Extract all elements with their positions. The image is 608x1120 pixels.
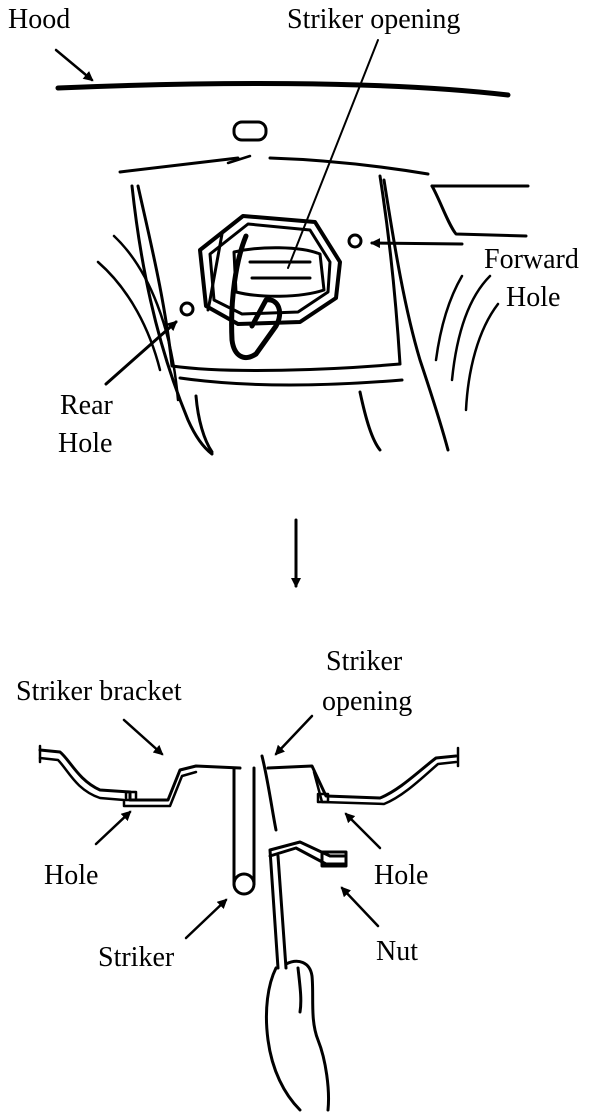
arrow-hood [54,48,94,82]
arrow-nut [340,886,380,928]
latch-panel [136,174,402,372]
hood-edge-line [55,81,511,98]
wrench-tool [268,840,346,970]
panel-top-edge [118,156,430,176]
label-striker-bracket: Striker bracket [16,676,182,707]
label-nut: Nut [376,936,418,967]
arrow-striker-bracket [122,718,164,756]
bracket-right [266,754,458,800]
striker-opening-top [232,246,326,298]
label-striker-opening-1: Striker [326,646,403,677]
arrow-rear-hole [104,320,178,386]
hand [264,959,330,1112]
label-striker-opening-top: Striker opening [287,4,460,35]
label-rear-hole-1: Rear [60,390,114,421]
arrow-hole-left [94,810,132,846]
label-forward-hole-1: Forward [484,244,579,275]
striker-loop-top [229,233,283,360]
forward-hole [347,233,363,249]
striker-rod [232,766,256,886]
bracket-left [38,748,242,802]
label-striker: Striker [98,942,175,973]
label-rear-hole-2: Hole [58,428,112,459]
rear-hole [179,301,195,317]
arrow-striker-opening-bottom [274,714,314,756]
label-hole-right: Hole [374,860,428,891]
label-forward-hole-2: Hole [506,282,560,313]
label-striker-opening-2: opening [322,686,412,717]
arrow-striker [184,898,228,940]
arrow-forward-hole [370,238,464,249]
bottom-section-view [38,744,460,1112]
leader-striker-opening-top [287,39,379,269]
top-hood-view [55,81,530,456]
hood-slot [232,120,268,142]
striker-bracket-top [198,214,342,326]
label-hood: Hood [8,4,70,35]
arrow-hole-right [344,812,382,850]
label-hole-left: Hole [44,860,98,891]
